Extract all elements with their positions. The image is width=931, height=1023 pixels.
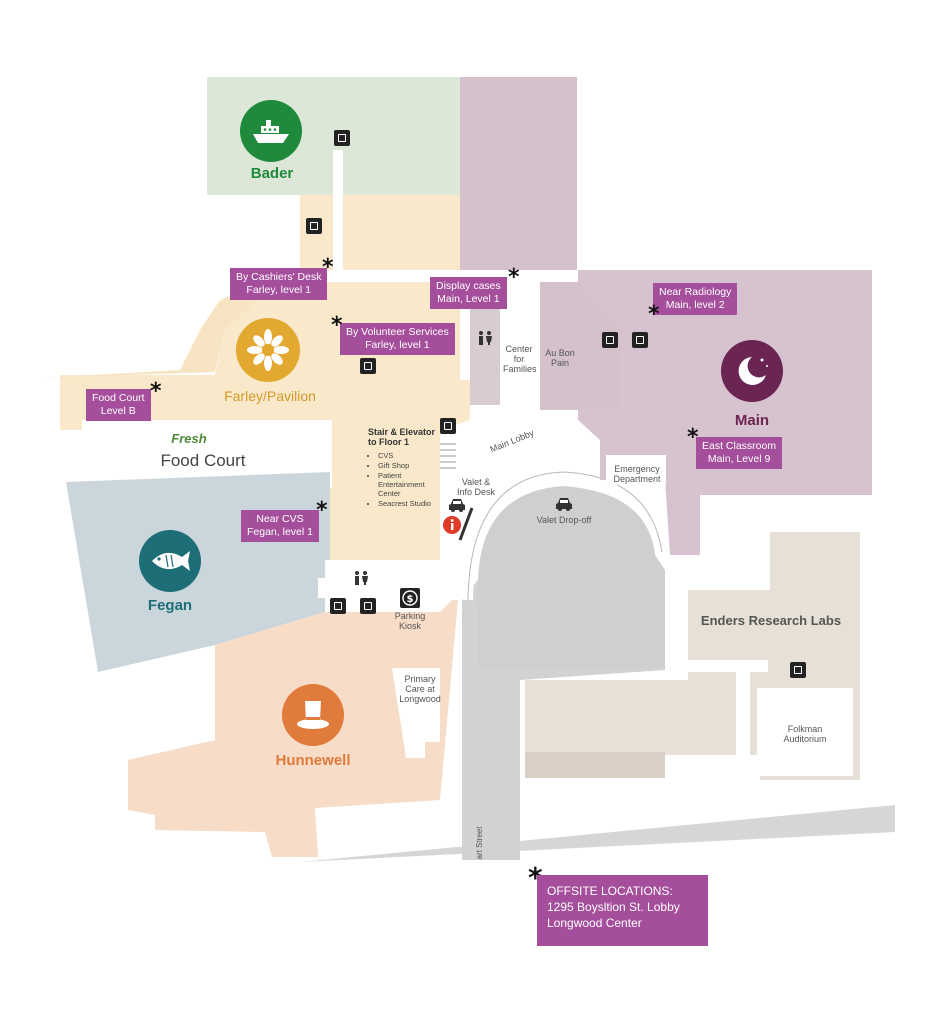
elevator-icon [306, 218, 322, 234]
callout-volunteer: By Volunteer Services Farley, level 1 [340, 323, 455, 355]
folkman-label: Folkman Auditorium [783, 724, 827, 744]
callout-title: By Volunteer Services [346, 326, 449, 338]
elevator-icon [602, 332, 618, 348]
callout-location: Farley, level 1 [365, 339, 430, 351]
food-court-label: Food Court [160, 451, 246, 470]
callout-title: Food Court [92, 392, 145, 404]
primary-care-label: Primary Care at Longwood [399, 674, 441, 704]
service-item: Patient Entertainment Center [378, 471, 442, 498]
callout-location: Farley, level 1 [246, 284, 312, 296]
enders-label: Enders Research Labs [700, 613, 842, 628]
service-item: CVS [378, 451, 442, 460]
enders-corridor [688, 660, 768, 672]
car-icon [556, 498, 572, 511]
fish-icon [152, 551, 190, 571]
main-icon [721, 340, 783, 402]
elevator-icon [360, 598, 376, 614]
callout-location: Level B [100, 405, 136, 417]
dropoff-ring-outline [467, 471, 663, 601]
callout-location: Main, level 2 [665, 299, 725, 311]
callout-location: Fegan, level 1 [247, 526, 313, 538]
callout-cashiers: By Cashiers' Desk Farley, level 1 [230, 268, 328, 300]
callout-title: By Cashiers' Desk [236, 271, 322, 283]
au-bon-pain-label: Au Bon Pain [545, 348, 575, 368]
moon-icon [738, 357, 768, 385]
callout-title: East Classroom [702, 440, 777, 452]
elevator-icon [334, 130, 350, 146]
enders-corridor-v [736, 660, 750, 760]
callout-cvs: Near CVS Fegan, level 1 [241, 510, 319, 542]
offsite-title: OFFSITE LOCATIONS: [547, 884, 673, 898]
offsite-address: Longwood Center [547, 916, 642, 930]
street-label: art Street [475, 826, 484, 860]
location-marker: * [687, 425, 699, 450]
main-inner-2 [540, 282, 620, 410]
bader-label: Bader [250, 165, 294, 182]
boat-icon [253, 120, 289, 143]
fegan-icon [139, 530, 201, 592]
location-marker: * [322, 255, 334, 280]
flower-icon [247, 329, 289, 371]
corridor-horizontal [300, 270, 590, 282]
callout-title: Near Radiology [659, 286, 732, 298]
service-item: Seacrest Studio [378, 499, 442, 508]
dollar-icon: $ [400, 588, 420, 608]
callout-food-court: Food Court Level B [86, 389, 151, 421]
location-marker: * [316, 498, 328, 523]
location-marker: * [331, 313, 343, 338]
main-label: Main [734, 412, 770, 429]
bader-corridor [333, 150, 343, 270]
offsite-address: 1295 Boysltion St. Lobby [547, 900, 680, 914]
svg-text:$: $ [407, 594, 414, 605]
farley-icon [236, 318, 300, 382]
center-for-families-label: Center for Families [503, 344, 537, 374]
main-building [577, 270, 872, 555]
parking-kiosk-label: Parking Kiosk [394, 611, 426, 631]
car-icon [449, 499, 465, 512]
callout-location: Main, Level 1 [437, 293, 500, 305]
top-hat-icon [297, 701, 329, 729]
restroom-icon [355, 571, 368, 585]
bader-icon [240, 100, 302, 162]
fegan-label: Fegan [147, 597, 193, 614]
dropoff-loop [478, 486, 665, 668]
callout-display-cases: Display cases Main, Level 1 [430, 277, 507, 309]
service-item: Gift Shop [378, 461, 442, 470]
elevator-icon [440, 418, 456, 434]
callout-title: Display cases [436, 280, 501, 292]
valet-dropoff-label: Valet Drop-off [536, 515, 592, 525]
callout-title: Near CVS [256, 513, 304, 525]
folkman-auditorium-box [757, 688, 853, 776]
hunnewell-icon [282, 684, 344, 746]
location-marker: * [648, 302, 660, 327]
callout-radiology: Near Radiology Main, level 2 [653, 283, 738, 315]
location-marker: * [150, 379, 162, 404]
stair-symbol [440, 438, 456, 476]
restroom-icon [479, 331, 492, 345]
info-icon [443, 516, 461, 534]
primary-care-area [392, 668, 440, 758]
elevator-icon [632, 332, 648, 348]
valet-info-label: Valet & Info Desk [456, 477, 496, 497]
food-court-brand: Fresh [171, 431, 207, 446]
emergency-label: Emergency Department [613, 464, 661, 484]
location-marker: * [508, 265, 520, 290]
elevator-icon [330, 598, 346, 614]
stair-elevator-list: Stair & Elevator to Floor 1 CVS Gift Sho… [368, 427, 442, 509]
farley-label: Farley/Pavilion [224, 388, 316, 404]
fegan-corridor [318, 578, 418, 598]
elevator-icon [790, 662, 806, 678]
info-desk-marker [458, 507, 474, 541]
stair-elevator-title: Stair & Elevator to Floor 1 [368, 427, 436, 447]
hunnewell-label: Hunnewell [275, 752, 351, 769]
emergency-area [606, 455, 666, 485]
main-road [300, 805, 895, 862]
callout-east-classroom: East Classroom Main, Level 9 [696, 437, 783, 469]
enders-annex [525, 752, 665, 778]
elevator-icon [360, 358, 376, 374]
main-tower [460, 77, 577, 270]
offsite-locations-box: OFFSITE LOCATIONS: 1295 Boysltion St. Lo… [537, 875, 708, 946]
callout-location: Main, Level 9 [707, 453, 771, 465]
